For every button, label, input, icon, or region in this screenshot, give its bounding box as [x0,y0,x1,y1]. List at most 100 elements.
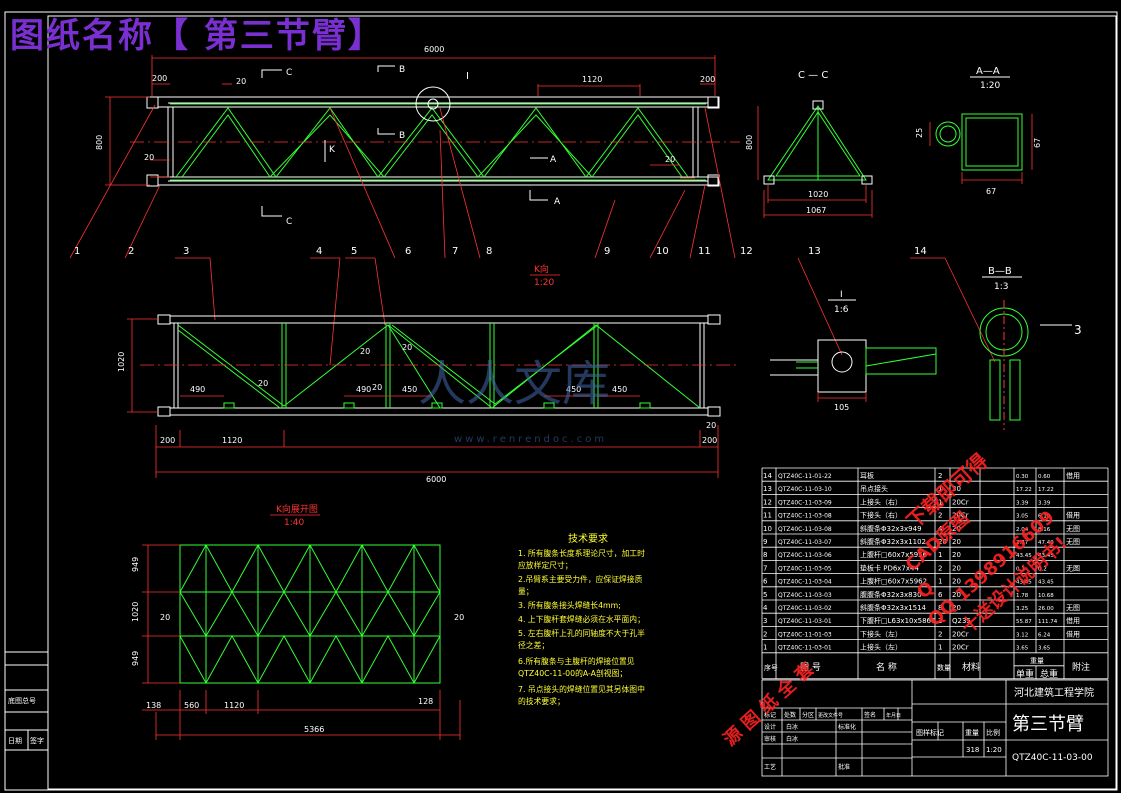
section-cc-dim-overall: 1067 [806,206,826,215]
tb-label-weight: 重量 [965,729,979,737]
balloon-6: 6 [405,246,411,257]
k-view-title: K向 [534,263,549,275]
title-school: 河北建筑工程学院 [1014,686,1094,699]
section-cc-dim-width: 1020 [808,190,828,199]
balloon-14: 14 [914,246,927,257]
bom-row-2-col-5: 3.12 [1016,632,1028,638]
bom-row-14-col-1: QTZ40C-11-01-22 [778,473,832,480]
bom-row-13-col-4: 30 [952,485,961,493]
bom-header-3: 数量 [937,663,951,672]
tb-label-sign: 签名 [864,711,876,719]
section-bb-scale: 1:3 [994,282,1008,292]
balloon-9: 9 [604,246,610,257]
bom-row-13-col-5: 17.22 [1016,487,1032,493]
bom-row-1-col-5: 3.65 [1016,646,1029,652]
tb-label-drawing-mark: 图样标记 [916,728,944,737]
bom-row-14-col-5: 0.30 [1016,474,1029,480]
section-mark-c-top: C [286,68,292,78]
bom-row-11-col-2: 下接头（右） [860,511,902,520]
section-mark-b-top: B [399,65,405,75]
top-view-overall-dim: 6000 [424,45,444,54]
bom-row-6-col-4: 20 [952,578,961,586]
top-view-chords [146,96,720,187]
k-unfold-dim-138: 138 [146,701,161,710]
section-mark-a-top: A [550,155,557,165]
top-view-dim-height: 800 [95,135,104,150]
bom-row-5-col-5: 1.78 [1016,593,1029,599]
tech-requirements: 技术要求 1. 所有腹条长度系理论尺寸，加工时 应放样定尺寸； 2.吊臂系主要受… [518,532,645,706]
balloon-2: 2 [128,246,134,257]
tb-label-mark: 标记 [764,711,776,719]
bom-row-14-col-7: 借用 [1066,471,1080,480]
bom-row-9-col-5: 2.37 [1016,540,1029,546]
section-bb: B—B 1:3 3 [979,266,1082,430]
bom-row-1-col-1: QTZ40C-11-03-01 [778,645,832,652]
tech-line-9: 6.所有腹条与主腹杆的焊接位置见 [518,656,635,666]
bom-row-6-col-6: 43.45 [1038,580,1054,586]
side-label-signature: 签字 [30,736,44,745]
balloon-5: 5 [351,246,357,257]
tech-line-2: 应放样定尺寸； [518,560,573,570]
bom-row-4-col-1: QTZ40C-11-03-02 [778,605,832,612]
bom-row-10-col-5: 2.04 [1016,527,1029,533]
tb-label-date: 年月日 [886,712,901,719]
k-view-dim-490b: 490 [356,385,371,394]
bom-row-1-col-6: 3.65 [1038,646,1051,652]
balloon-10: 10 [656,246,669,257]
top-view-dim-pitch: 1120 [582,75,602,84]
bom-row-7-col-2: 垫板卡 PD6x7x44 [860,563,919,572]
bom-row-3-col-1: QTZ40C-11-03-01 [778,618,832,625]
bom-row-10-col-0: 10 [763,525,772,533]
section-cc-dim-height: 800 [745,135,754,150]
k-view-dim-450c: 450 [612,385,627,394]
bom-row-12-col-2: 上接头（右） [860,497,902,506]
bom-row-1-col-0: 1 [763,644,767,652]
bom-row-5-col-6: 10.68 [1038,593,1054,599]
bom-row-14-col-6: 0.60 [1038,474,1051,480]
section-i-dim-105: 105 [834,403,849,412]
tech-line-8: 径之差； [518,640,549,650]
tech-line-10: QTZ40C-11-00的A-A剖视图； [518,668,627,678]
bom-row-9-col-1: QTZ40C-11-03-07 [778,539,832,546]
bom-row-11-col-7: 借用 [1066,511,1080,520]
bom-row-2-col-6: 6.24 [1038,632,1051,638]
section-mark-a-bottom: A [554,197,561,207]
balloon-12: 12 [740,246,753,257]
bom-row-6-col-1: QTZ40C-11-03-04 [778,579,832,586]
drawing-frame [4,11,1118,791]
bom-row-8-col-1: QTZ40C-11-03-06 [778,552,832,559]
tb-signature-reviewer: 白冰 [786,735,798,743]
bom-row-11-col-4: 20Cr [952,512,969,520]
bom-row-12-col-3: 1 [938,498,942,506]
bom-row-8-col-4: 20 [952,551,961,559]
bom-row-8-col-2: 上腹杆□60x7x5956 [860,550,928,559]
stamp-left-1: 源 [719,722,747,750]
balloon-numbers: 1 2 3 4 5 6 7 8 9 10 11 12 13 14 [74,246,927,257]
tb-label-zone: 分区 [802,711,814,719]
bom-row-12-col-0: 12 [763,498,772,506]
bom-row-14-col-3: 2 [938,472,942,480]
bom-row-2-col-0: 2 [763,630,767,638]
section-cc-title: C — C [798,70,828,81]
tech-line-11: 7. 吊点接头的焊缝位置见其另体图中 [518,684,645,694]
tb-label-standard: 标准化 [838,723,856,731]
balloon-1: 1 [74,246,80,257]
bom-row-10-col-4: 20 [952,525,961,533]
title-drawing-no: QTZ40C-11-03-00 [1012,753,1093,763]
k-view-web-members [177,323,701,409]
tech-line-1: 1. 所有腹条长度系理论尺寸，加工时 [518,548,645,558]
balloon-4: 4 [316,246,322,257]
top-view-dim-left: 200 [152,74,167,83]
bom-row-2-col-1: QTZ40C-11-01-03 [778,631,832,638]
bom-row-8-col-5: 43.45 [1016,553,1032,559]
bom-row-13-col-2: 吊点接头 [860,484,888,493]
balloon-leaders [69,104,996,366]
bom-row-2-col-2: 下接头（左） [860,629,902,638]
title-drawing-name: 第三节臂 [1012,714,1084,735]
stamp-left-2: 图 [737,707,764,735]
bom-row-11-col-0: 11 [763,512,772,520]
section-mark-b-bottom: B [399,131,405,141]
bom-row-4-col-0: 4 [763,604,768,612]
bom-row-7-col-3: 2 [938,564,942,572]
